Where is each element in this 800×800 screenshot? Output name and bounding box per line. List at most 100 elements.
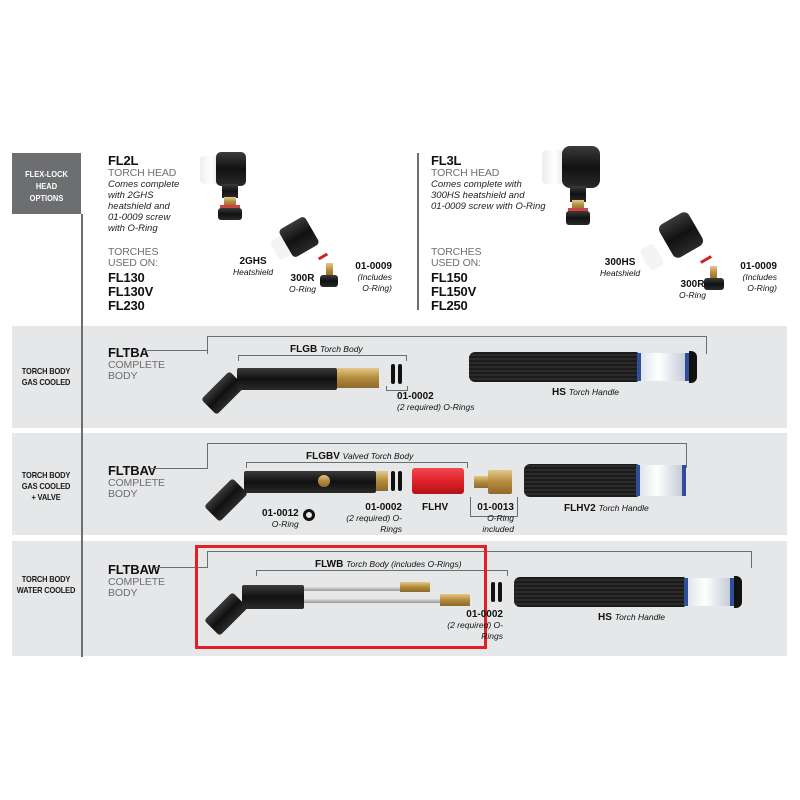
hs-water-desc: Torch Handle: [614, 612, 665, 622]
fl3l-part-number: FL3L: [431, 153, 462, 168]
fl2l-torch-2: FL130V: [108, 284, 154, 299]
fl2l-screw-number: 01-0009: [355, 261, 392, 272]
fl2l-screw-desc-1: (Includes: [357, 272, 393, 282]
fl2l-heatshield-desc: Heatshield: [233, 267, 274, 277]
flhv-label: FLHV: [422, 503, 448, 513]
fltba-desc-1: COMPLETE: [108, 359, 165, 371]
gas-cooled-valve-section-label: TORCH BODY GAS COOLED + VALVE: [16, 470, 76, 503]
adapter-bracket: [470, 497, 518, 517]
oring-label-1: 01-0002 (2 required) O-Rings: [397, 392, 474, 413]
fl2l-info: FL2L TORCH HEAD Comes complete with 2GHS…: [108, 153, 218, 234]
fl3l-exploded-image: [639, 210, 750, 300]
oring-label-3: 01-0002 (2 required) O-Rings: [428, 610, 503, 642]
fltbaw-desc-1: COMPLETE: [108, 576, 165, 588]
flgb-oring-1: [391, 364, 395, 384]
hs-water-handle-cap: [684, 578, 734, 606]
flgbv-number: FLGBV: [306, 451, 340, 462]
flhv2-handle-cap: [636, 465, 686, 496]
fl2l-desc-1: Comes complete: [108, 179, 180, 190]
fl2l-desc-5: with O-Ring: [108, 223, 158, 234]
adapter-number: 01-0013: [477, 502, 514, 513]
fl3l-screw-label: 01-0009 (Includes O-Ring): [735, 262, 777, 294]
fltbav-bracket: [207, 443, 687, 468]
fl2l-torch-1: FL130: [108, 270, 145, 285]
fl3l-info: FL3L TORCH HEAD Comes complete with 300H…: [431, 153, 581, 212]
fl2l-exploded-image: [269, 215, 350, 295]
header-line-2: HEAD: [35, 181, 58, 191]
fl2l-heatshield-number: 2GHS: [239, 256, 267, 267]
fl2l-oring-label: 300R O-Ring: [289, 274, 316, 295]
flhv2-number: FLHV2: [564, 503, 596, 514]
fl3l-head-image: [540, 144, 610, 234]
fltba-leader: [143, 350, 208, 351]
hs-water-number: HS: [598, 612, 612, 623]
fltbaw-leader: [155, 567, 208, 568]
fl3l-heatshield-label: 300HS Heatshield: [600, 258, 640, 279]
fl2l-part-number: FL2L: [108, 153, 139, 168]
fl3l-oring-number: 300R: [680, 279, 705, 290]
flgbv-desc: Valved Torch Body: [342, 451, 414, 461]
fl2l-heatshield-label: 2GHS Heatshield: [233, 257, 273, 278]
flgb-oring-2: [398, 364, 402, 384]
flgb-number: FLGB: [290, 344, 318, 355]
gas-valve-label-1: TORCH BODY: [21, 470, 71, 480]
flwb-label: FLWB Torch Body (includes O-Rings): [315, 559, 462, 570]
fl3l-screw-desc-1: (Includes: [742, 272, 778, 282]
oring-desc-2: (2 required) O-Rings: [346, 513, 402, 534]
flwb-oring-1: [491, 582, 495, 602]
fl2l-head-image: [198, 150, 258, 230]
flwb-desc: Torch Body (includes O-Rings): [346, 559, 462, 569]
fl2l-screw-label: 01-0009 (Includes O-Ring): [352, 262, 392, 294]
water-label-2: WATER COOLED: [16, 585, 76, 595]
fl2l-desc-4: 01-0009 screw: [108, 212, 171, 223]
flhv-number: FLHV: [422, 502, 449, 513]
hs-handle-end: [689, 351, 697, 383]
fltba-number: FLTBA: [108, 345, 149, 360]
flwb-oring-2: [498, 582, 502, 602]
fl2l-screw-desc-2: O-Ring): [362, 283, 392, 293]
fl3l-torches-label-1: TORCHES: [431, 246, 482, 258]
fl3l-torch-3: FL250: [431, 298, 468, 313]
hs-handle-image: [469, 352, 639, 382]
oring-number-3: 01-0002: [466, 609, 503, 620]
flgb-torch-body-image: [195, 360, 385, 420]
oring-desc-3: (2 required) O-Rings: [447, 620, 503, 641]
fl3l-heatshield-number: 300HS: [604, 257, 636, 268]
fltbav-assembly-label: FLTBAV COMPLETE BODY: [108, 463, 165, 500]
gas-cooled-label-1: TORCH BODY: [21, 366, 71, 376]
gas-cooled-section-label: TORCH BODY GAS COOLED: [16, 366, 76, 388]
hs-handle-cap: [637, 353, 689, 381]
fl3l-torches: TORCHES USED ON: FL150 FL150V FL250: [431, 246, 482, 313]
hs-water-handle-image: [514, 577, 686, 607]
gas-valve-label-2: GAS COOLED: [21, 481, 71, 491]
fltbaw-desc-2: BODY: [108, 587, 138, 599]
flgbv-label: FLGBV Valved Torch Body: [306, 451, 413, 462]
adapter-nut-image: [488, 470, 512, 494]
fl3l-oring-label: 300R O-Ring: [679, 280, 706, 301]
hs-desc: Torch Handle: [568, 387, 619, 397]
fl2l-desc-3: heatshield and: [108, 201, 170, 212]
fl3l-screw-number: 01-0009: [740, 261, 777, 272]
oring-desc-1: (2 required) O-Rings: [397, 402, 475, 412]
valve-oring-desc: O-Ring: [271, 519, 299, 529]
fltbav-leader: [150, 468, 208, 469]
fl2l-torch-3: FL230: [108, 298, 145, 313]
water-label-1: TORCH BODY: [21, 574, 71, 584]
flgb-label: FLGB Torch Body: [290, 344, 363, 355]
gas-valve-label-3: + VALVE: [31, 492, 61, 502]
fl3l-torch-2: FL150V: [431, 284, 477, 299]
flhv2-handle-image: [524, 464, 639, 497]
fl2l-torches-label-2: USED ON:: [108, 257, 158, 269]
fltba-desc-2: BODY: [108, 370, 138, 382]
fl2l-oring-desc: O-Ring: [289, 284, 316, 294]
flwb-bracket: [256, 570, 508, 576]
valve-oring-number: 01-0012: [262, 508, 299, 519]
fl3l-torch-1: FL150: [431, 270, 468, 285]
gas-cooled-label-2: GAS COOLED: [21, 377, 71, 387]
hs-water-handle-label: HS Torch Handle: [598, 612, 665, 623]
fl2l-desc-2: with 2GHS: [108, 190, 154, 201]
flhv2-desc: Torch Handle: [598, 503, 649, 513]
header-line-1: FLEX-LOCK: [25, 169, 68, 179]
highlight-box-flwb: [195, 545, 487, 649]
flhv2-handle-label: FLHV2 Torch Handle: [564, 503, 649, 514]
